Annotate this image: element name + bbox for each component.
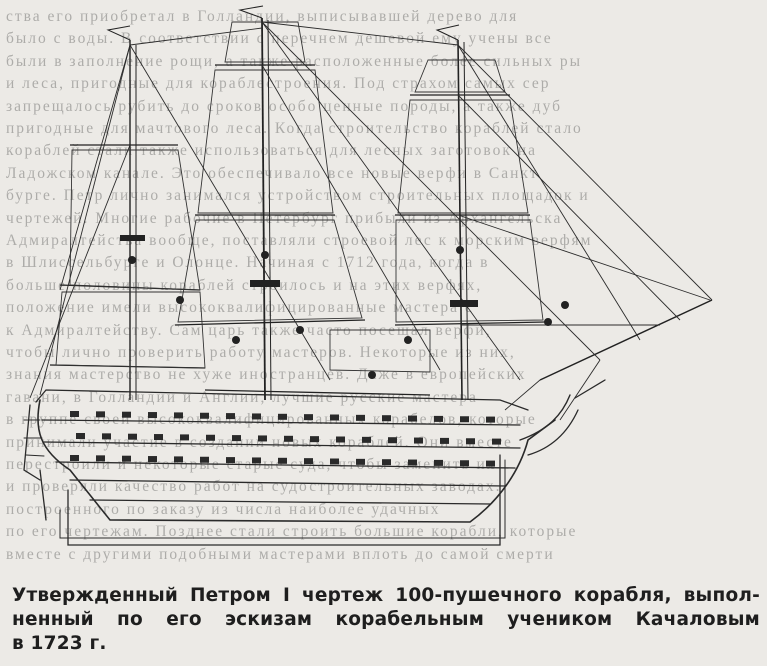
gun-port [304, 458, 313, 465]
show-through-line: и леса, пригодные для кораблестроения. П… [6, 75, 551, 93]
gun-port [278, 413, 287, 420]
gun-port [284, 435, 293, 442]
gun-port [232, 435, 241, 442]
show-through-line: Адмиралтейства вообще, поставляли строев… [6, 232, 593, 249]
gun-port [96, 455, 105, 462]
gun-port [102, 433, 111, 440]
show-through-line: вместе с другими подобными мастерами впл… [6, 545, 555, 563]
gun-port [460, 460, 469, 467]
gun-port [70, 455, 79, 461]
gun-port [434, 459, 443, 466]
gun-port [408, 415, 417, 422]
gun-port [486, 460, 495, 467]
gun-port [252, 413, 261, 420]
gun-port [200, 456, 209, 463]
gun-port [440, 437, 449, 444]
show-through-line: были в заполнение рощи, а также располож… [6, 52, 583, 70]
gun-port [148, 412, 157, 419]
gun-port [356, 458, 365, 465]
gun-port [252, 457, 261, 464]
gun-port [180, 434, 189, 441]
gun-port [330, 414, 339, 421]
caption-line-3: в 1723 г. [12, 633, 107, 654]
gun-port [382, 415, 391, 422]
keel-frame [67, 454, 501, 546]
figure-caption: Утвержденный Петром I чертеж 100-пушечно… [12, 584, 760, 656]
show-through-line: чертежей. Многие рабочие в Петербург при… [6, 209, 563, 227]
gun-port [310, 436, 319, 443]
gun-port [148, 456, 157, 463]
gun-port [226, 413, 235, 420]
show-through-line: бурге. Петр лично занимался устройством … [6, 187, 590, 205]
gun-port [414, 437, 423, 444]
gun-port [408, 459, 417, 466]
show-through-text: ства его приобретал в Голландии, выписыв… [6, 0, 766, 575]
show-through-line: построенного по заказу из числа наиболее… [6, 500, 441, 518]
gun-port [388, 437, 397, 444]
gun-port [466, 438, 475, 445]
gun-port [96, 411, 105, 418]
caption-line-2: ненный по его эскизам корабельным ученик… [12, 609, 760, 630]
show-through-line: по его чертежам. Позднее стали строить б… [6, 523, 578, 541]
gun-port [154, 434, 163, 441]
show-through-line: и проверяли качество работ на судостроит… [6, 478, 502, 496]
gun-port [486, 416, 495, 423]
show-through-line: к Адмиралтейству. Сам царь также часто п… [6, 321, 492, 339]
gun-port [76, 433, 85, 439]
gun-port [362, 436, 371, 443]
gun-port [434, 415, 443, 422]
gun-port [330, 458, 339, 465]
main-mast [261, 17, 266, 401]
gun-port [382, 459, 391, 466]
show-through-line: кораблей стали также использоваться для … [6, 142, 537, 160]
gun-ports [70, 411, 501, 467]
gun-port [356, 414, 365, 421]
show-through-line: пригодные для мачтового леса. Когда стро… [6, 120, 583, 137]
gun-port [492, 438, 501, 445]
gun-port [304, 414, 313, 421]
gun-port [200, 412, 209, 419]
show-through-line: положение имели высококвалифицированные … [6, 299, 474, 317]
gun-port [174, 412, 183, 419]
gun-port [174, 456, 183, 463]
gun-port [128, 433, 137, 440]
show-through-line: Ладожском канале. Это обеспечивало все н… [6, 164, 539, 182]
show-through-line: в Шлиссельбурге и Олонце. Начиная с 1712… [6, 254, 490, 272]
show-through-line: ства его приобретал в Голландии, выписыв… [6, 8, 519, 25]
gun-port [122, 411, 131, 418]
ship-drawing [23, 5, 713, 546]
gun-port [460, 416, 469, 423]
gun-port [258, 435, 267, 442]
gun-port [206, 434, 215, 441]
gun-port [336, 436, 345, 443]
hull-outline [37, 399, 556, 523]
show-through-line: запрещалось рубить до сроков особо ценны… [6, 97, 562, 115]
caption-line-1: Утвержденный Петром I чертеж 100-пушечно… [12, 585, 760, 606]
show-through-line: больше половины кораблей строилось и на … [6, 276, 483, 294]
bowsprit [539, 299, 713, 381]
show-through-line: чтобы лично проверить работу мастеров. Н… [6, 344, 516, 361]
gun-port [122, 455, 131, 462]
gun-port [70, 411, 79, 417]
gun-port [226, 457, 235, 464]
gun-port [278, 457, 287, 464]
